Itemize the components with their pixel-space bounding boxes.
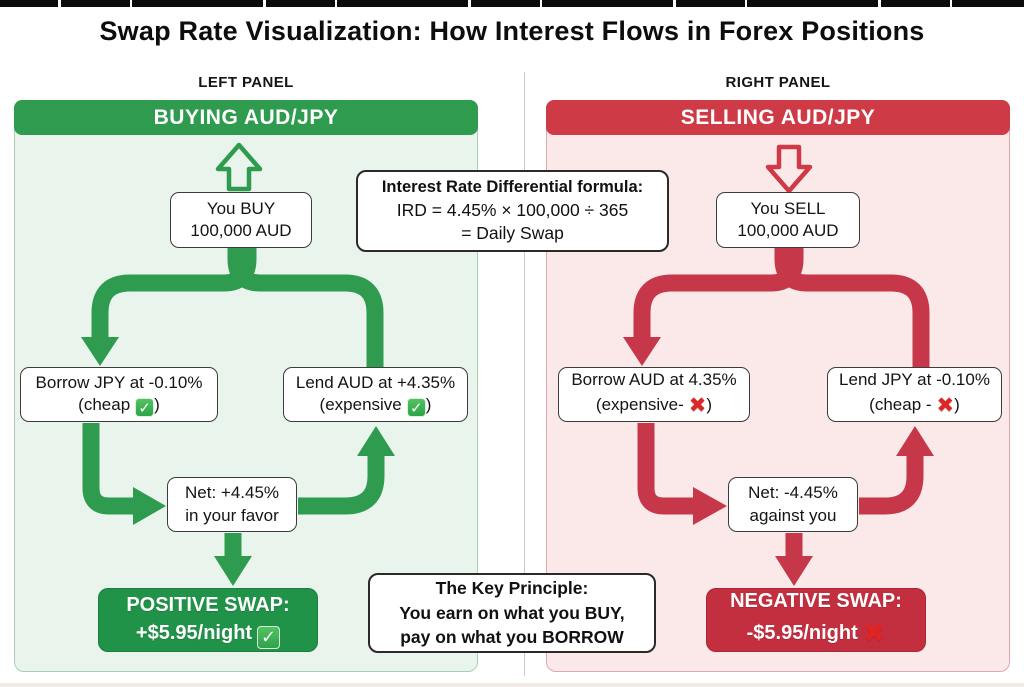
principle-line2: You earn on what you BUY,	[399, 602, 625, 623]
positive-swap-line2: +$5.95/night✓	[135, 619, 281, 649]
lend-aud-box: Lend AUD at +4.35% (expensive✓)	[283, 367, 468, 422]
principle-line3: pay on what you BORROW	[400, 627, 624, 648]
net-to-result-arrow	[775, 533, 813, 586]
negative-swap-amount: -$5.95/night	[746, 622, 858, 645]
down-arrow-icon	[765, 144, 813, 194]
borrow-jpy-line1: Borrow JPY at -0.10%	[35, 372, 203, 392]
negative-swap-box: NEGATIVE SWAP: -$5.95/night✖	[706, 588, 926, 652]
formula-box: Interest Rate Differential formula: IRD …	[356, 170, 669, 252]
net-favor-box: Net: +4.45% in your favor	[167, 477, 297, 532]
top-border-bar	[0, 0, 1024, 7]
lend-jpy-note: (cheap -	[869, 394, 932, 414]
positive-swap-line1: POSITIVE SWAP:	[126, 594, 290, 616]
check-icon: ✓	[406, 398, 426, 418]
selling-panel-header: SELLING AUD/JPY	[546, 100, 1010, 135]
you-sell-line2: 100,000 AUD	[737, 221, 839, 240]
page-title: Swap Rate Visualization: How Interest Fl…	[99, 16, 925, 46]
lend-jpy-line2: (cheap -✖)	[869, 392, 960, 420]
check-icon: ✓	[135, 398, 155, 418]
lend-aud-line2: (expensive✓)	[319, 394, 432, 418]
borrow-jpy-line2: (cheap✓)	[78, 394, 160, 418]
negative-swap-line2: -$5.95/night✖	[747, 615, 886, 653]
cross-icon: ✖	[688, 392, 707, 417]
formula-line2: IRD = 4.45% × 100,000 ÷ 365	[396, 199, 629, 220]
positive-swap-amount: +$5.95/night	[135, 622, 253, 644]
you-sell-line1: You SELL	[750, 198, 826, 218]
net-against-line2: against you	[749, 505, 837, 525]
check-icon: ✓	[257, 626, 281, 649]
borrow-aud-box: Borrow AUD at 4.35% (expensive-✖)	[558, 367, 750, 422]
lend-aud-line1: Lend AUD at +4.35%	[295, 372, 456, 392]
borrow-jpy-box: Borrow JPY at -0.10% (cheap✓)	[20, 367, 218, 422]
lend-aud-note-close: )	[425, 395, 432, 415]
net-to-lend-arrow	[859, 426, 934, 515]
formula-title: Interest Rate Differential formula:	[381, 178, 644, 197]
lend-aud-note: (expensive	[319, 395, 402, 415]
buy-split-arrow	[81, 248, 384, 370]
you-buy-line1: You BUY	[206, 198, 276, 218]
borrow-aud-line1: Borrow AUD at 4.35%	[571, 370, 737, 390]
up-arrow-icon	[215, 142, 263, 192]
borrow-aud-note: (expensive-	[595, 394, 684, 414]
principle-title: The Key Principle:	[435, 578, 589, 599]
net-against-line1: Net: -4.45%	[748, 483, 838, 503]
you-buy-box: You BUY 100,000 AUD	[170, 192, 312, 248]
buying-panel-header: BUYING AUD/JPY	[14, 100, 478, 135]
lend-jpy-box: Lend JPY at -0.10% (cheap -✖)	[827, 367, 1002, 422]
you-sell-box: You SELL 100,000 AUD	[716, 192, 860, 248]
borrow-aud-note-close: )	[706, 394, 713, 414]
left-panel-label: LEFT PANEL	[198, 74, 294, 91]
lend-jpy-note-close: )	[954, 394, 960, 414]
sell-split-arrow	[623, 248, 930, 370]
net-to-result-arrow	[214, 533, 252, 586]
net-against-box: Net: -4.45% against you	[728, 477, 858, 532]
lend-jpy-line1: Lend JPY at -0.10%	[839, 370, 990, 390]
cross-icon: ✖	[936, 392, 955, 417]
net-favor-line1: Net: +4.45%	[184, 483, 280, 503]
borrow-jpy-note-close: )	[154, 395, 160, 415]
borrow-to-net-arrow	[637, 423, 727, 525]
you-buy-line2: 100,000 AUD	[190, 221, 292, 240]
center-divider-line	[524, 72, 525, 676]
borrow-to-net-arrow	[82, 423, 166, 525]
right-panel-label: RIGHT PANEL	[725, 74, 831, 91]
bottom-border-strip	[0, 683, 1024, 687]
negative-swap-line1: NEGATIVE SWAP:	[730, 590, 902, 613]
formula-line3: = Daily Swap	[461, 223, 564, 244]
positive-swap-box: POSITIVE SWAP: +$5.95/night✓	[98, 588, 318, 652]
borrow-jpy-note: (cheap	[78, 395, 131, 415]
cross-icon: ✖	[862, 618, 886, 650]
net-to-lend-arrow	[298, 426, 395, 515]
key-principle-box: The Key Principle: You earn on what you …	[368, 573, 656, 653]
net-favor-line2: in your favor	[185, 505, 279, 525]
borrow-aud-line2: (expensive-✖)	[596, 392, 712, 420]
